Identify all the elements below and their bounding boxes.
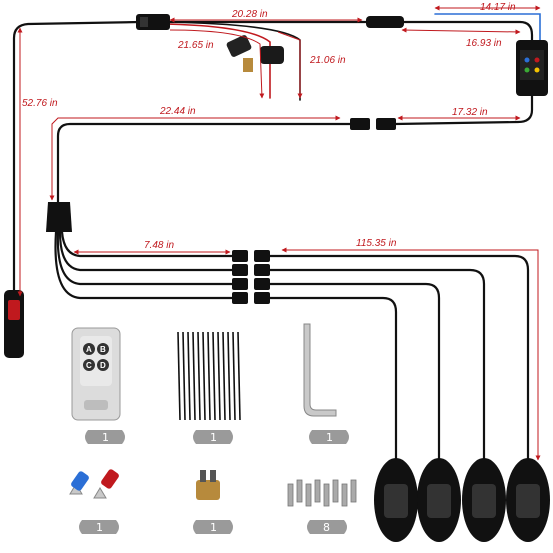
splitter-input-cable	[56, 122, 352, 204]
svg-text:1: 1	[326, 431, 333, 444]
dimension-label-8: 17.32 in	[452, 107, 488, 118]
screws	[287, 479, 357, 507]
dimension-labels: 20.28 in 14.17 in 21.65 in 21.06 in 16.9…	[22, 2, 516, 251]
remote-control: A B C D	[71, 327, 121, 421]
light-pod-2	[417, 458, 461, 542]
svg-text:1: 1	[96, 521, 103, 534]
controller-output-cable	[393, 93, 534, 126]
hex-key-qty-badge: 1	[309, 430, 349, 444]
pod-cable-2	[268, 282, 441, 462]
remote-key-b: B	[100, 345, 106, 354]
remote-qty-badge: 1	[85, 430, 125, 444]
dimension-label-2: 14.17 in	[480, 2, 516, 13]
splitter-out-2	[58, 230, 234, 272]
screws-qty-badge: 8	[307, 520, 347, 534]
middle-connector	[350, 118, 396, 130]
dimension-lines	[17, 5, 541, 461]
pod-connectors	[232, 250, 270, 304]
remote-key-a: A	[86, 345, 92, 354]
splitter-out-3	[56, 230, 234, 286]
hex-key	[303, 323, 337, 417]
svg-text:1: 1	[210, 521, 217, 534]
remote-key-c: C	[86, 361, 92, 370]
dimension-label-6: 52.76 in	[22, 98, 58, 109]
svg-text:1: 1	[210, 431, 217, 444]
power-plug	[136, 14, 170, 30]
rocker-switch	[4, 290, 24, 358]
quantity-badges: 1 1 1 1 1 8	[79, 430, 349, 534]
splitter-out-4	[54, 230, 234, 300]
svg-text:1: 1	[102, 431, 109, 444]
blade-fuse	[196, 470, 220, 500]
remote-key-d: D	[100, 361, 106, 370]
light-pod-4	[506, 458, 550, 542]
dimension-label-7: 22.44 in	[159, 106, 196, 117]
fuse-wire-red	[164, 23, 271, 99]
svg-text:8: 8	[323, 521, 330, 534]
dimension-label-9: 7.48 in	[144, 240, 174, 251]
dimension-label-5: 16.93 in	[466, 38, 502, 49]
light-pod-3	[462, 458, 506, 542]
light-pod-1	[374, 458, 418, 542]
dimension-label-3: 21.65 in	[177, 40, 214, 51]
splitter-box	[46, 202, 72, 232]
dimension-label-4: 21.06 in	[309, 55, 346, 66]
fuse-holder	[226, 35, 284, 72]
cable-ties-qty-badge: 1	[193, 430, 233, 444]
blue-wire	[434, 13, 541, 41]
dimension-label-1: 20.28 in	[231, 9, 268, 20]
fuse-wire-black	[164, 21, 301, 101]
dimension-label-10: 115.35 in	[356, 238, 397, 249]
power-cable-left	[12, 20, 142, 292]
splitter-out-1	[60, 230, 234, 258]
power-cable-top-2	[398, 20, 534, 47]
inline-connector	[366, 16, 404, 28]
wire-terminals	[69, 469, 119, 499]
fuse-qty-badge: 1	[193, 520, 233, 534]
terminals-qty-badge: 1	[79, 520, 119, 534]
bluetooth-controller	[516, 40, 548, 96]
cable-ties	[177, 331, 241, 421]
